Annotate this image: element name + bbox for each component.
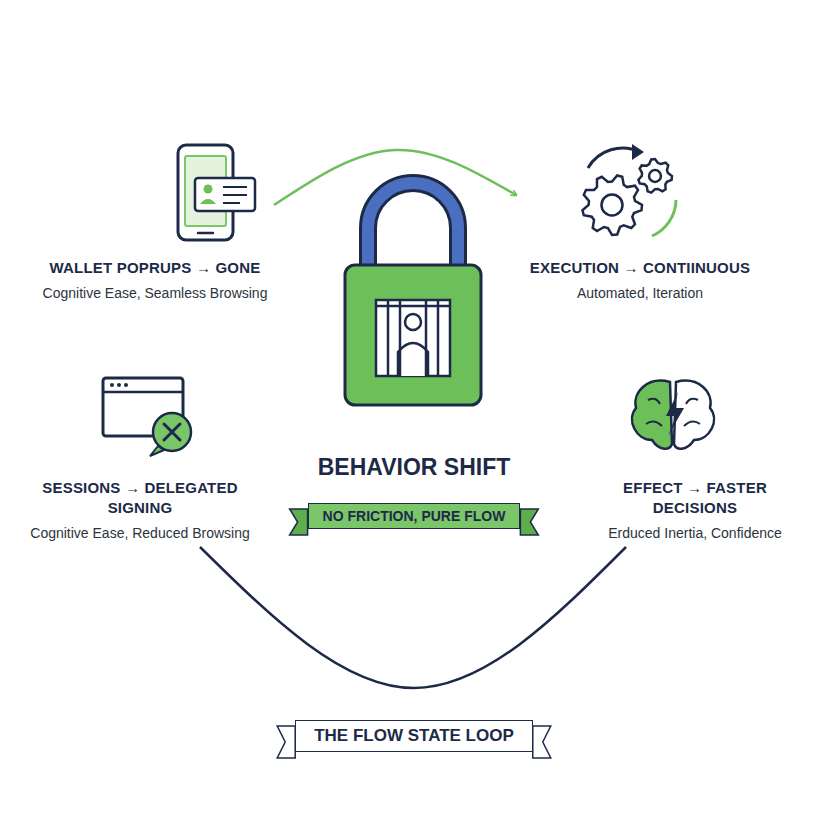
node-heading: EFFECT → FASTER DECISIONS <box>580 478 810 518</box>
node-heading: WALLET POPRUPS → GONE <box>40 258 270 278</box>
browser-icon <box>103 378 191 456</box>
ribbon-tail <box>533 726 551 758</box>
phone-icon <box>178 145 255 240</box>
gear <box>638 159 672 193</box>
step-group: EXECUTION → CONTIINUOUS Automated, Iterat… <box>520 140 760 303</box>
ribbon-tail <box>520 509 538 535</box>
gear-hub <box>649 170 661 182</box>
ribbon-banner: NO FRICTION, PURE FLOW <box>308 503 521 529</box>
node-heading: EXECUTION → CONTIINUOUS <box>520 258 760 278</box>
ribbon-tail <box>277 726 295 758</box>
node-heading: SESSIONS → DELEGATED SIGNING <box>20 478 260 518</box>
node-heading: NO FRICTION, PURE FLOW <box>323 508 506 524</box>
node-body: Automated, Iteration <box>520 284 760 303</box>
flow-arrow <box>274 150 516 205</box>
node-body: Cognitive Ease, Reduced Browsing <box>20 524 260 543</box>
step-group: WALLET POPRUPS → GONE Cognitive Ease, Sea… <box>40 140 270 303</box>
ribbon-tail <box>290 509 308 535</box>
step-group: SESSIONS → DELEGATED SIGNING Cognitive Ea… <box>20 368 260 543</box>
diagram-title: BEHAVIOR SHIFT <box>0 454 828 481</box>
gears-icon <box>582 144 676 236</box>
brain-icon <box>632 381 714 449</box>
node-body: Cognitive Ease, Seamless Browsing <box>40 284 270 303</box>
gear-hub <box>602 195 623 216</box>
step-group: EFFECT → FASTER DECISIONS Erduced Inertia… <box>580 368 810 543</box>
gear <box>582 175 642 235</box>
loop-arc <box>200 547 626 688</box>
caption-banner: THE FLOW STATE LOOP <box>295 720 533 752</box>
node-body: Erduced Inertia, Confidence <box>580 524 810 543</box>
padlock-icon <box>345 183 481 405</box>
